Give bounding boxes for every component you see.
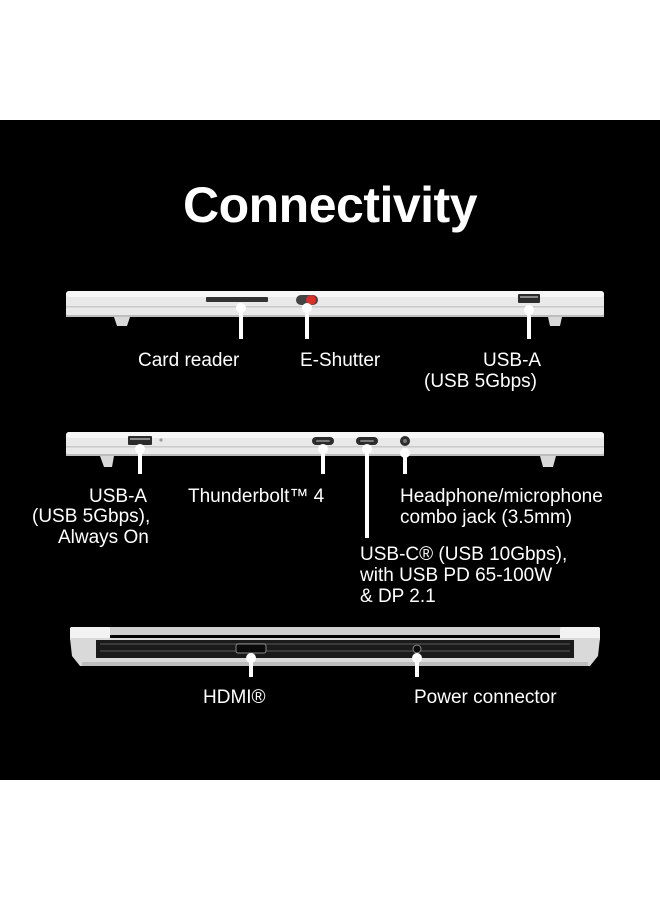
right-side-laptop-illustration (66, 432, 604, 467)
power-connector-icon (412, 644, 422, 654)
usb-a-right-pointer (138, 448, 142, 474)
thunderbolt-label: Thunderbolt™ 4 (188, 486, 325, 507)
audio-jack-label-line2: combo jack (3.5mm) (400, 507, 573, 528)
rear-laptop-illustration (70, 627, 600, 666)
hdmi-pointer (249, 657, 253, 677)
power-connector-pointer (415, 657, 419, 677)
e-shutter-pointer (305, 307, 309, 339)
usb-a-always-on-port-icon (128, 436, 163, 445)
page-title: Connectivity (182, 177, 478, 233)
audio-jack-icon (400, 436, 410, 446)
e-shutter-label: E-Shutter (300, 350, 381, 371)
usb-a-left-pointer (527, 309, 531, 339)
usb-a-right-label-line2: (USB 5Gbps), (32, 506, 151, 527)
connectivity-panel: Connectivity Card reader E-Shutter USB-A… (0, 120, 660, 780)
e-shutter-switch-icon (296, 295, 318, 305)
left-side-laptop-illustration (66, 291, 604, 326)
usb-a-left-label-line1: USB-A (483, 350, 542, 371)
usb-c-port-icon (356, 437, 378, 445)
hdmi-label: HDMI® (203, 687, 266, 708)
usb-c-label-line3: & DP 2.1 (360, 586, 436, 607)
card-reader-label: Card reader (138, 350, 240, 371)
usb-a-port-icon (518, 294, 540, 303)
usb-c-label-line1: USB-C® (USB 10Gbps), (360, 544, 568, 565)
card-reader-slot-icon (206, 297, 268, 302)
audio-jack-pointer (403, 452, 407, 474)
card-reader-pointer (239, 307, 243, 339)
usb-a-left-label-line2: (USB 5Gbps) (424, 371, 537, 392)
usb-c-pointer (365, 448, 369, 538)
audio-jack-label-line1: Headphone/microphone (400, 486, 603, 507)
usb-c-label-line2: with USB PD 65-100W (360, 565, 553, 586)
thunderbolt-port-icon (312, 437, 334, 445)
thunderbolt-pointer (321, 448, 325, 474)
usb-a-right-label-line1: USB-A (89, 486, 148, 507)
power-connector-label: Power connector (414, 687, 557, 708)
usb-a-right-label-line3: Always On (58, 527, 149, 548)
usb-a-left-label: USB-A (483, 350, 541, 371)
